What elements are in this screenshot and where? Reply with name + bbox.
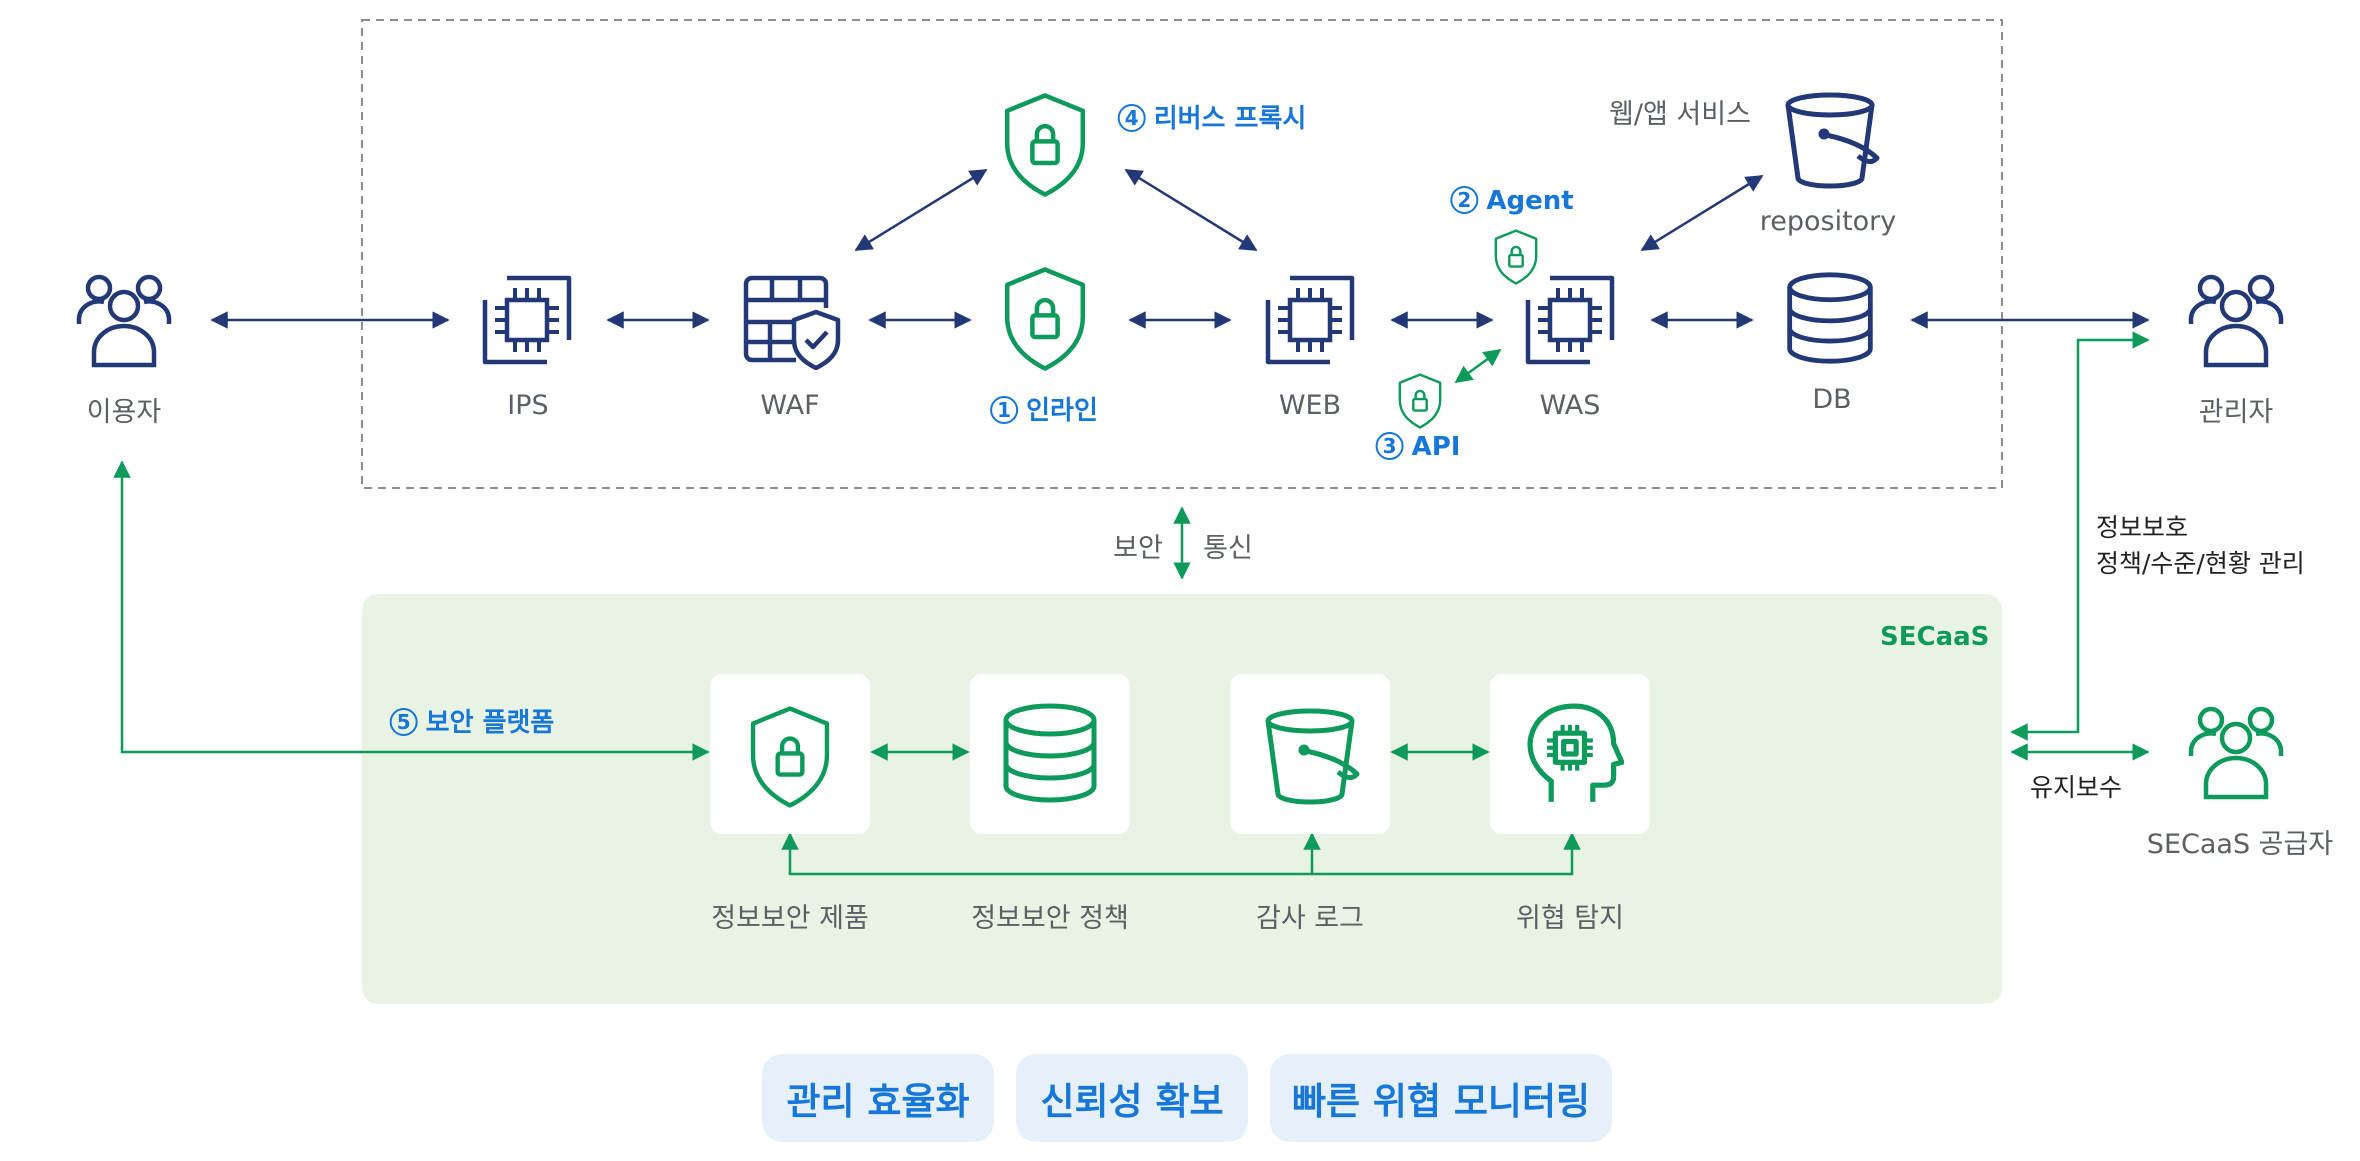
- user-label: 이용자: [86, 397, 162, 428]
- waf-firewall-icon: [746, 278, 838, 368]
- benefit-pill-monitoring: 빠른 위협 모니터링: [1270, 1054, 1612, 1142]
- benefit-pill-reliability: 신뢰성 확보: [1016, 1054, 1248, 1142]
- secaas-provider-icon: [2191, 709, 2281, 797]
- was-label: WAS: [1539, 390, 1601, 421]
- inline-shield-icon: [1007, 270, 1083, 369]
- repository-label: repository: [1759, 206, 1897, 237]
- service-label-security-policy: 정보보안 정책: [971, 903, 1129, 934]
- service-label-audit-log: 감사 로그: [1256, 903, 1364, 934]
- service-card-audit-log[interactable]: [1230, 674, 1390, 834]
- web-app-service-label: 웹/앱 서비스: [1609, 99, 1751, 130]
- service-card-security-product[interactable]: [710, 674, 870, 834]
- secure-comm-left-label: 보안: [1113, 533, 1163, 564]
- secaas-title: SECaaS: [1880, 622, 1990, 652]
- infrastructure-boundary: [361, 19, 2003, 489]
- security-arrows: [113, 331, 2150, 876]
- repository-bucket-icon: [1788, 95, 1877, 186]
- reverse-proxy-shield-icon: [1007, 96, 1083, 195]
- database-icon: [1003, 703, 1097, 803]
- ips-chip-icon: [485, 278, 569, 362]
- benefit-pill-management: 관리 효율화: [762, 1054, 994, 1142]
- shield-icon: [710, 674, 870, 834]
- service-label-threat-detection: 위협 탐지: [1516, 903, 1624, 934]
- service-card-threat-detection[interactable]: [1490, 674, 1650, 834]
- agent-shield-icon: [1494, 229, 1538, 285]
- secaas-panel: [362, 594, 2002, 1004]
- was-chip-icon: [1528, 278, 1612, 362]
- user-icon: [79, 277, 169, 365]
- maintenance-label: 유지보수: [2029, 773, 2123, 802]
- db-icon: [1790, 275, 1871, 361]
- api-shield-icon: [1398, 373, 1442, 429]
- secaas-provider-label: SECaaS 공급자: [2146, 829, 2334, 860]
- admin-icon: [2191, 277, 2281, 365]
- bucket-icon: [1230, 674, 1390, 834]
- admin-policy-line1: 정보보호: [2096, 513, 2189, 542]
- waf-label: WAF: [760, 390, 820, 421]
- web-label: WEB: [1278, 390, 1342, 421]
- traffic-arrows: [210, 168, 2150, 329]
- admin-label: 관리자: [2198, 397, 2274, 428]
- service-card-security-policy[interactable]: [970, 674, 1130, 834]
- ai-head-icon: [1490, 674, 1650, 834]
- web-chip-icon: [1268, 278, 1352, 362]
- ips-label: IPS: [507, 390, 549, 421]
- service-label-security-product: 정보보안 제품: [711, 903, 869, 934]
- secure-comm-right-label: 통신: [1203, 533, 1253, 564]
- admin-policy-line2: 정책/수준/현황 관리: [2096, 549, 2305, 578]
- db-label: DB: [1812, 384, 1852, 415]
